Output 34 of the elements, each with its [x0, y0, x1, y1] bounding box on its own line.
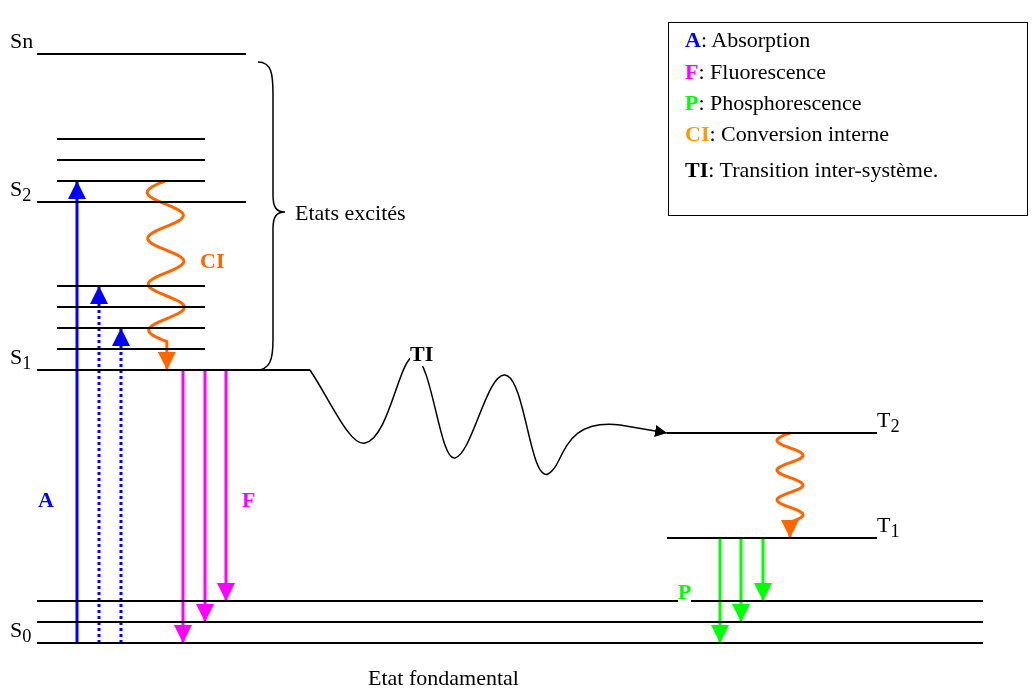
bracket-label: Etats excités: [295, 200, 406, 226]
arrow: [754, 538, 772, 601]
energy-level-line: [57, 348, 205, 350]
legend-item: A: Absorption: [685, 27, 811, 53]
energy-level-line: [57, 306, 205, 308]
energy-level-line: [57, 159, 205, 161]
arrow: [196, 370, 214, 622]
energy-level-line: [57, 327, 205, 329]
arrow: [112, 328, 130, 643]
wavy-arrow: [309, 356, 668, 475]
arrow: [732, 538, 750, 622]
level-label: T$_{1}$: [877, 512, 900, 544]
wavy-arrow: [145, 179, 186, 370]
arrow: [90, 286, 108, 643]
wavy-arrow: [775, 431, 805, 538]
energy-level-line: [57, 138, 205, 140]
arrow: [711, 538, 729, 643]
energy-level-line: [37, 621, 983, 623]
legend-item: TI: Transition inter-système.: [685, 157, 939, 183]
arrow: [217, 370, 235, 601]
arrow: [68, 181, 86, 643]
level-label: T$_{2}$: [877, 407, 900, 439]
energy-level-line: [57, 285, 205, 287]
energy-level-line: [37, 600, 983, 602]
level-label: S$_{2}$: [10, 176, 32, 208]
ground-state-label: Etat fondamental: [368, 665, 519, 689]
legend-item: P: Phosphorescence: [685, 90, 862, 116]
energy-level-line: [57, 180, 205, 182]
legend-item: CI: Conversion interne: [685, 121, 890, 147]
arrow: [174, 370, 192, 643]
legend-item: F: Fluorescence: [685, 59, 827, 85]
level-label: Sn: [10, 28, 34, 54]
level-label: S$_{1}$: [10, 344, 32, 376]
level-label: S$_{0}$: [10, 617, 32, 649]
